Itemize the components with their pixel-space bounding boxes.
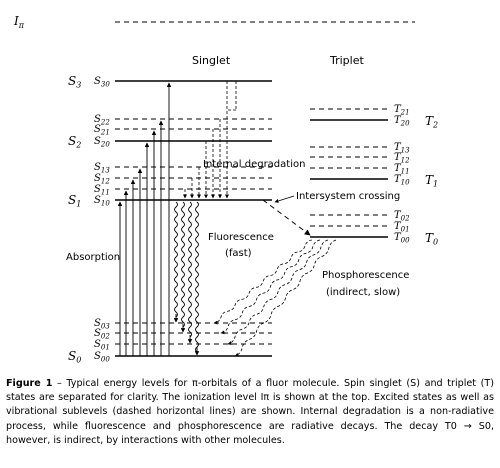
singlet-level-label: S20 xyxy=(94,136,110,149)
singlet-level-label: S13 xyxy=(94,162,110,175)
ionization-label: Iπ xyxy=(13,14,25,30)
fluorescence-label-line1: Fluorescence xyxy=(208,232,274,243)
singlet-heading: Singlet xyxy=(192,54,231,67)
fluorescence-wave xyxy=(195,201,199,353)
singlet-level-label: S21 xyxy=(94,124,110,137)
triplet-group-label: T0 xyxy=(425,231,438,247)
singlet-level-label: S02 xyxy=(94,328,110,341)
triplet-level-label: T10 xyxy=(394,174,410,187)
triplet-level-label: T21 xyxy=(394,104,410,117)
ionization-level: Iπ xyxy=(13,14,415,30)
singlet-level-label: S10 xyxy=(94,195,110,208)
fluorescence-label-line2: (fast) xyxy=(225,248,252,259)
singlet-level-label: S22 xyxy=(94,114,110,127)
internal-degradation-arrows xyxy=(183,80,237,199)
singlet-level-label: S01 xyxy=(94,339,110,352)
singlet-level-label: S00 xyxy=(94,351,110,364)
triplet-level-label: T13 xyxy=(394,142,410,155)
singlet-group-label: S1 xyxy=(68,193,81,209)
singlet-group-label: S2 xyxy=(68,134,81,150)
caption-label: Figure 1 xyxy=(6,378,53,389)
triplet-level-label: T12 xyxy=(394,152,410,165)
triplet-level-label: T00 xyxy=(394,232,410,245)
phosphorescence-arrow xyxy=(213,239,313,325)
phosphorescence-arrow xyxy=(234,239,337,357)
triplet-level-label: T11 xyxy=(394,163,410,176)
fluorescence-arrows xyxy=(173,201,200,356)
intersystem-crossing-arrow xyxy=(262,195,311,236)
singlet-level-label: S12 xyxy=(94,173,110,186)
phosphorescence-arrow xyxy=(227,239,329,345)
triplet-heading: Triplet xyxy=(329,54,364,67)
fluorescence-wave xyxy=(181,201,185,328)
triplet-level-label: T20 xyxy=(394,115,410,128)
triplet-level-label: T02 xyxy=(394,210,410,223)
singlet-group-label: S3 xyxy=(68,74,81,90)
triplet-level-label: T01 xyxy=(394,221,410,234)
caption-text: – Typical energy levels for π-orbitals o… xyxy=(6,378,494,446)
intersystem-crossing-label: Intersystem crossing xyxy=(296,191,400,202)
absorption-arrows xyxy=(117,82,172,356)
phosphorescence-label-line1: Phosphorescence xyxy=(322,270,409,281)
phosphorescence-arrow xyxy=(220,239,321,335)
absorption-label: Absorption xyxy=(66,252,120,263)
internal-degradation-label: Internal degradation xyxy=(203,159,305,170)
singlet-group-label: S0 xyxy=(68,349,81,365)
triplet-group-label: T1 xyxy=(425,173,438,189)
phosphorescence-label-line2: (indirect, slow) xyxy=(326,287,400,298)
phosphorescence-arrows xyxy=(213,239,337,357)
singlet-level-label: S30 xyxy=(94,76,110,89)
singlet-level-label: S03 xyxy=(94,318,110,331)
fluorescence-wave xyxy=(188,201,192,338)
figure-caption: Figure 1 – Typical energy levels for π-o… xyxy=(6,377,494,448)
singlet-level-label: S11 xyxy=(94,184,110,197)
triplet-group-label: T2 xyxy=(425,114,438,130)
fluorescence-wave xyxy=(174,201,178,318)
